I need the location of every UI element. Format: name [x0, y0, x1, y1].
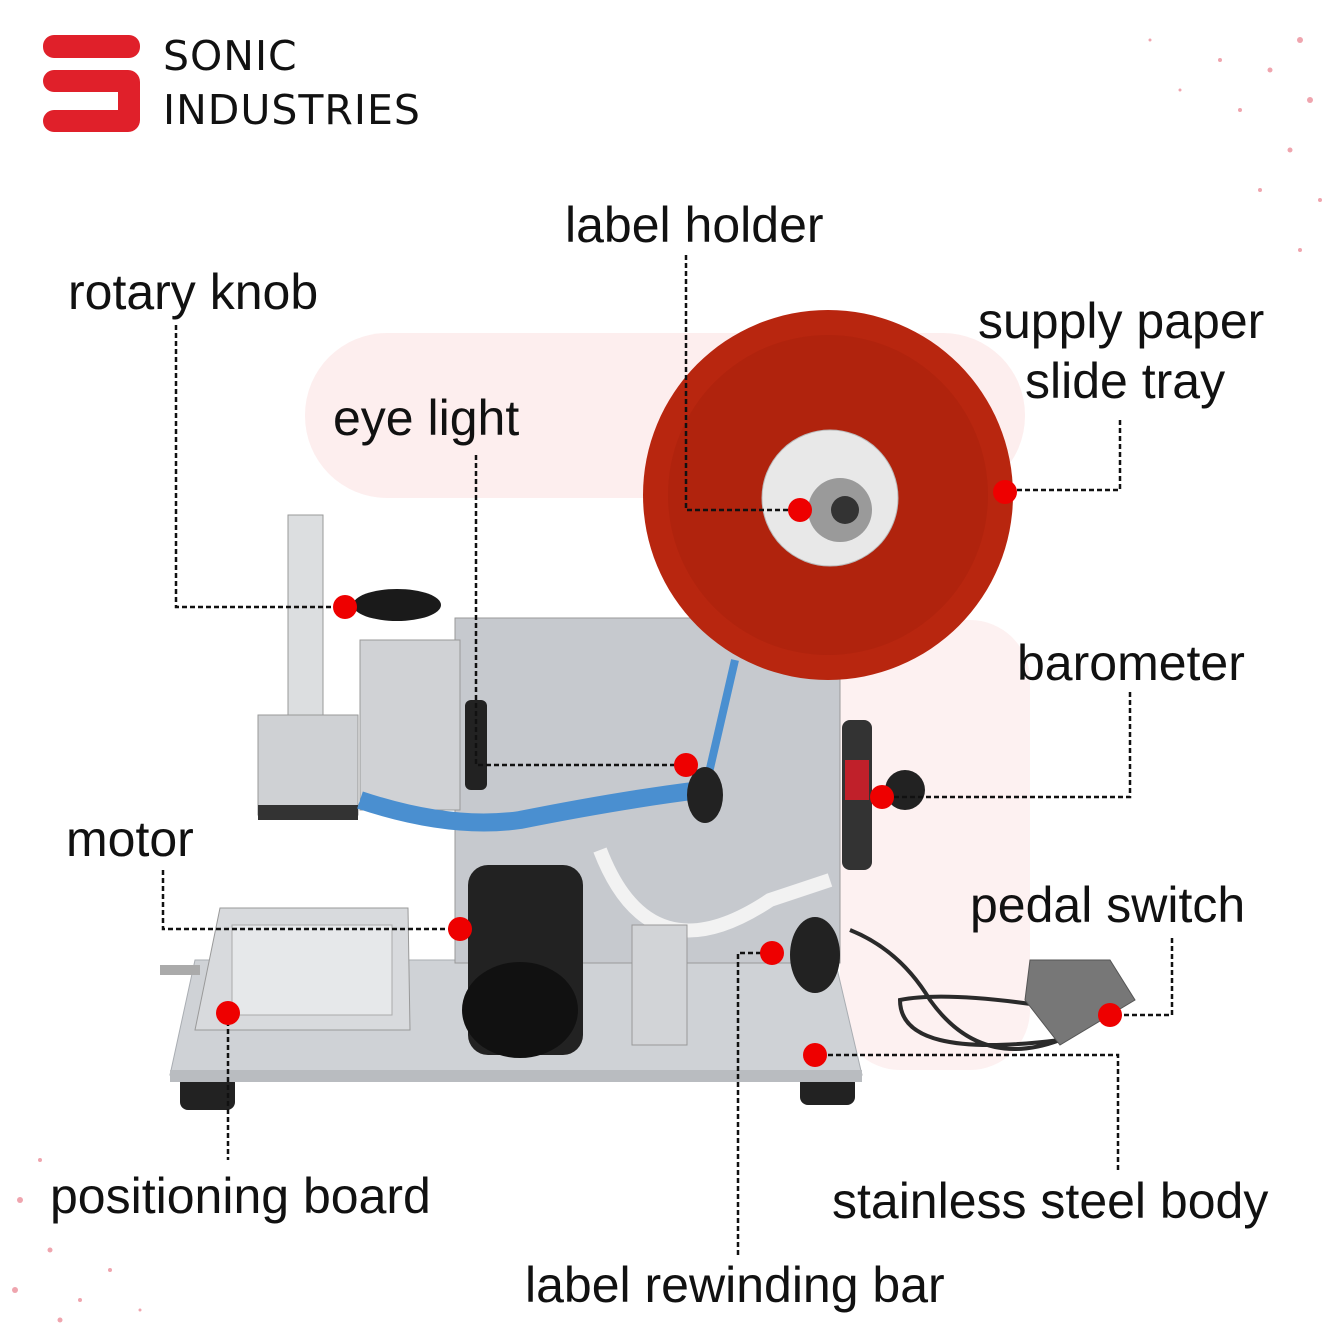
positioning-board-label: positioning board: [50, 1168, 431, 1224]
decorative-dots: [12, 37, 1322, 1323]
barometer-dot: [870, 785, 894, 809]
stainless-steel-body-dot: [803, 1043, 827, 1067]
eye-light-label: eye light: [333, 390, 520, 446]
background-shape: [840, 620, 1030, 1070]
rotary-knob-dot: [333, 595, 357, 619]
label-holder-dot: [788, 498, 812, 522]
brand-name-line1: SONIC: [163, 32, 298, 80]
supply-paper-label-line2: slide tray: [1025, 353, 1226, 409]
brand-logo: [43, 35, 140, 132]
barometer-label: barometer: [1017, 635, 1245, 691]
pedal-switch-dot: [1098, 1003, 1122, 1027]
motor-label: motor: [66, 811, 194, 867]
machine-illustration: [160, 310, 1136, 1110]
positioning-board-dot: [216, 1001, 240, 1025]
label-rewinding-bar-dot: [760, 941, 784, 965]
supply-paper-dot: [993, 480, 1017, 504]
motor-dot: [448, 917, 472, 941]
brand-name-line2: INDUSTRIES: [163, 86, 421, 134]
pedal-switch-label: pedal switch: [970, 877, 1246, 933]
label-rewinding-bar-label: label rewinding bar: [525, 1257, 945, 1313]
callout-dots: [216, 480, 1122, 1067]
eye-light-dot: [674, 753, 698, 777]
stainless-steel-body-label: stainless steel body: [832, 1173, 1269, 1229]
rotary-knob-label: rotary knob: [68, 264, 319, 320]
label-holder-label: label holder: [565, 197, 824, 253]
supply-paper-label-line1: supply paper: [978, 293, 1265, 349]
